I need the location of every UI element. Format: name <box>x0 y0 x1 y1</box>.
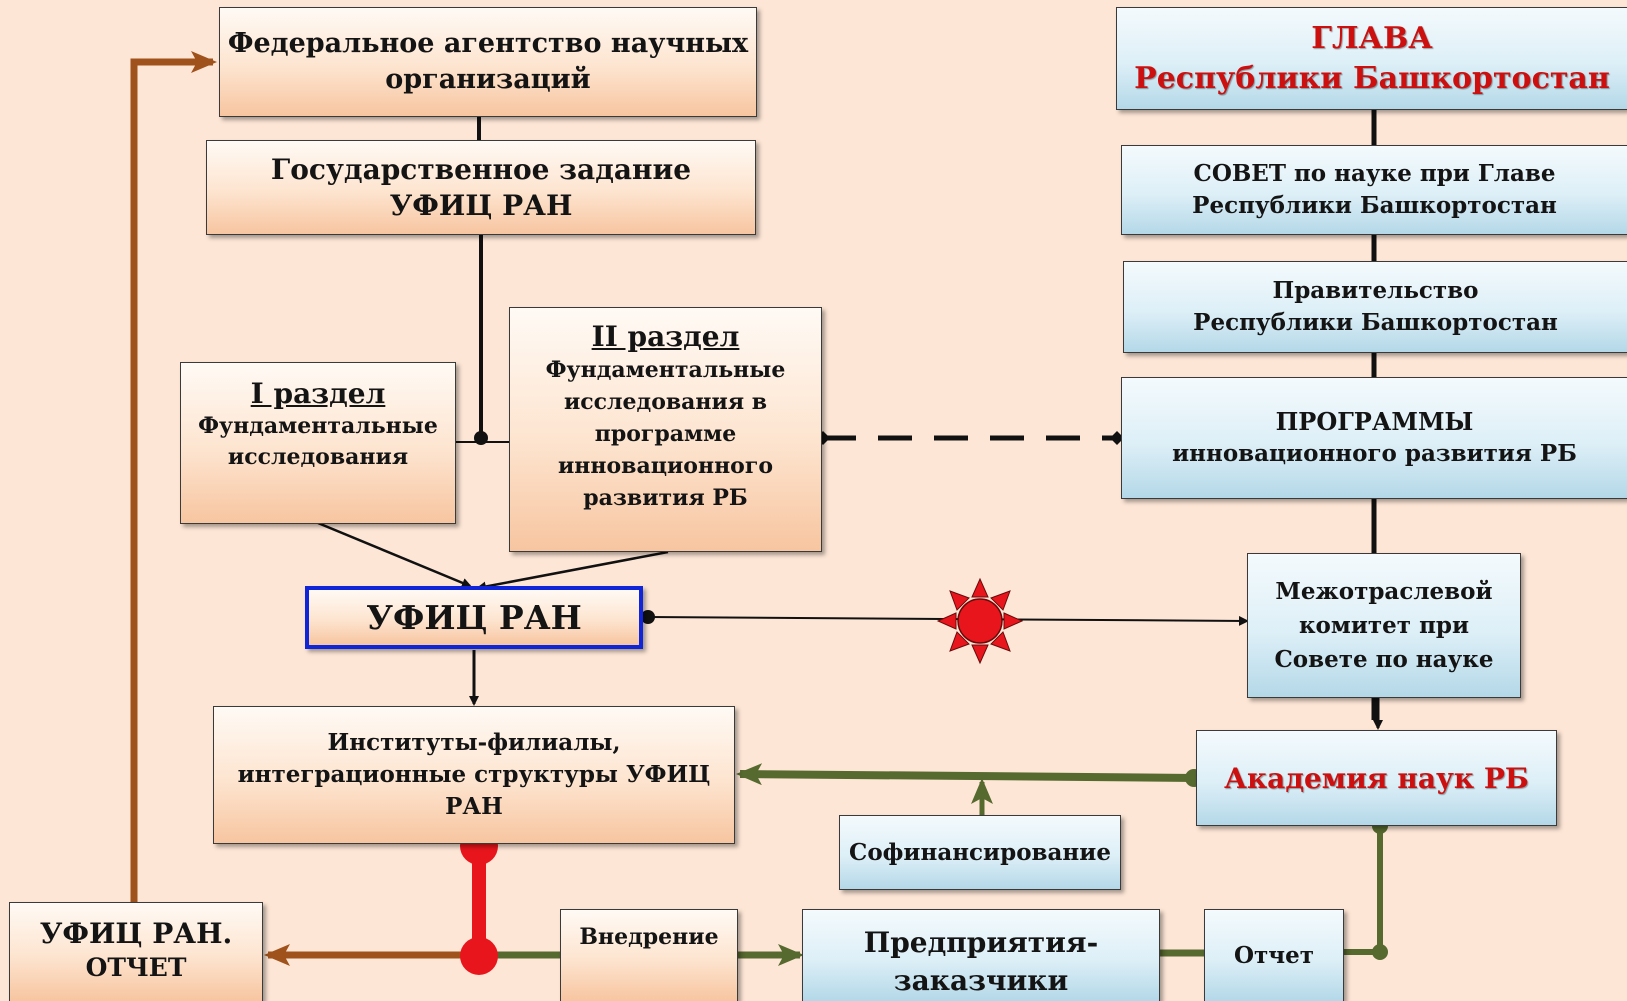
institutes-box: Институты-филиалы, интеграционные структ… <box>213 706 735 844</box>
section2-title: II раздел <box>591 320 740 353</box>
academy-box: Академия наук РБ <box>1196 730 1557 826</box>
institutes-line1: Институты-филиалы, <box>327 729 621 756</box>
implementation-box: Внедрение <box>560 909 738 1001</box>
ufic-box: УФИЦ РАН <box>305 586 643 649</box>
programs-box: ПРОГРАММЫ инновационного развития РБ <box>1121 377 1627 499</box>
federal-agency-line2: организаций <box>385 64 591 95</box>
report-to-academy-green-line <box>1344 826 1383 955</box>
state-task-line2: УФИЦ РАН <box>389 188 573 222</box>
section2-line3: программе <box>594 421 737 447</box>
federal-agency-box: Федеральное агентство научных организаци… <box>219 7 757 117</box>
government-box: Правительство Республики Башкортостан <box>1123 261 1627 353</box>
institutes-red-dot-bottom <box>460 937 498 975</box>
section2-box: II раздел Фундаментальные исследования в… <box>509 307 822 552</box>
institutes-line2: интеграционные структуры УФИЦ <box>237 761 711 788</box>
section2-line1: Фундаментальные <box>545 357 786 383</box>
enterprises-box: Предприятия- заказчики <box>802 909 1160 1001</box>
section2-line5: развития РБ <box>583 485 748 511</box>
head-line2: Республики Башкортостан <box>1134 60 1610 96</box>
academy-to-institutes-green-arrow <box>736 763 1197 786</box>
ufic-to-committee-arrow <box>647 615 1249 626</box>
federal-agency-line1: Федеральное агентство научных <box>227 28 749 59</box>
report-ufic-line1: УФИЦ РАН. <box>39 917 233 950</box>
state-task-box: Государственное задание УФИЦ РАН <box>206 140 756 235</box>
section2-line4: инновационного <box>557 453 773 479</box>
enterprises-line2: заказчики <box>893 964 1069 997</box>
head-line1: ГЛАВА <box>1311 20 1433 56</box>
committee-line2: комитет при <box>1298 611 1470 639</box>
council-line1: СОВЕТ по науке при Главе <box>1193 160 1556 187</box>
programs-line1: ПРОГРАММЫ <box>1275 407 1474 436</box>
report-box: Отчет <box>1204 909 1344 1001</box>
section1-line2: исследования <box>227 444 409 470</box>
cofinancing-box: Софинансирование <box>839 815 1121 890</box>
ufic-label: УФИЦ РАН <box>366 598 582 637</box>
ufic-connector-dot <box>641 610 655 624</box>
section2-to-ufic-arrow <box>476 550 669 592</box>
report-ufic-box: УФИЦ РАН. ОТЧЕТ <box>9 902 263 1001</box>
section2-line2: исследования в <box>563 389 768 415</box>
committee-line1: Межотраслевой <box>1275 577 1493 605</box>
section1-to-ufic-arrow <box>317 521 472 588</box>
implementation-label: Внедрение <box>579 924 719 950</box>
report-corner-green-dot <box>1372 944 1388 960</box>
institutes-line3: РАН <box>445 793 503 820</box>
committee-box: Межотраслевой комитет при Совете по наук… <box>1247 553 1521 698</box>
state-task-line1: Государственное задание <box>270 152 692 186</box>
report-label: Отчет <box>1233 942 1314 969</box>
section1-line1: Фундаментальные <box>198 413 438 439</box>
report-ufic-line2: ОТЧЕТ <box>85 953 187 982</box>
council-line2: Республики Башкортостан <box>1192 192 1557 219</box>
red-sun-icon <box>936 577 1024 665</box>
sections-join-dot <box>474 431 488 445</box>
section1-title: I раздел <box>250 377 386 410</box>
enterprises-line1: Предприятия- <box>863 926 1099 959</box>
head-box: ГЛАВА Республики Башкортостан <box>1116 7 1627 110</box>
committee-line3: Совете по науке <box>1274 645 1494 673</box>
government-line2: Республики Башкортостан <box>1193 309 1558 336</box>
council-box: СОВЕТ по науке при Главе Республики Башк… <box>1121 145 1627 235</box>
section1-box: I раздел Фундаментальные исследования <box>180 362 456 524</box>
academy-label: Академия наук РБ <box>1224 761 1529 795</box>
cofinancing-label: Софинансирование <box>849 839 1111 866</box>
programs-line2: инновационного развития РБ <box>1172 440 1577 467</box>
government-line1: Правительство <box>1272 277 1479 304</box>
